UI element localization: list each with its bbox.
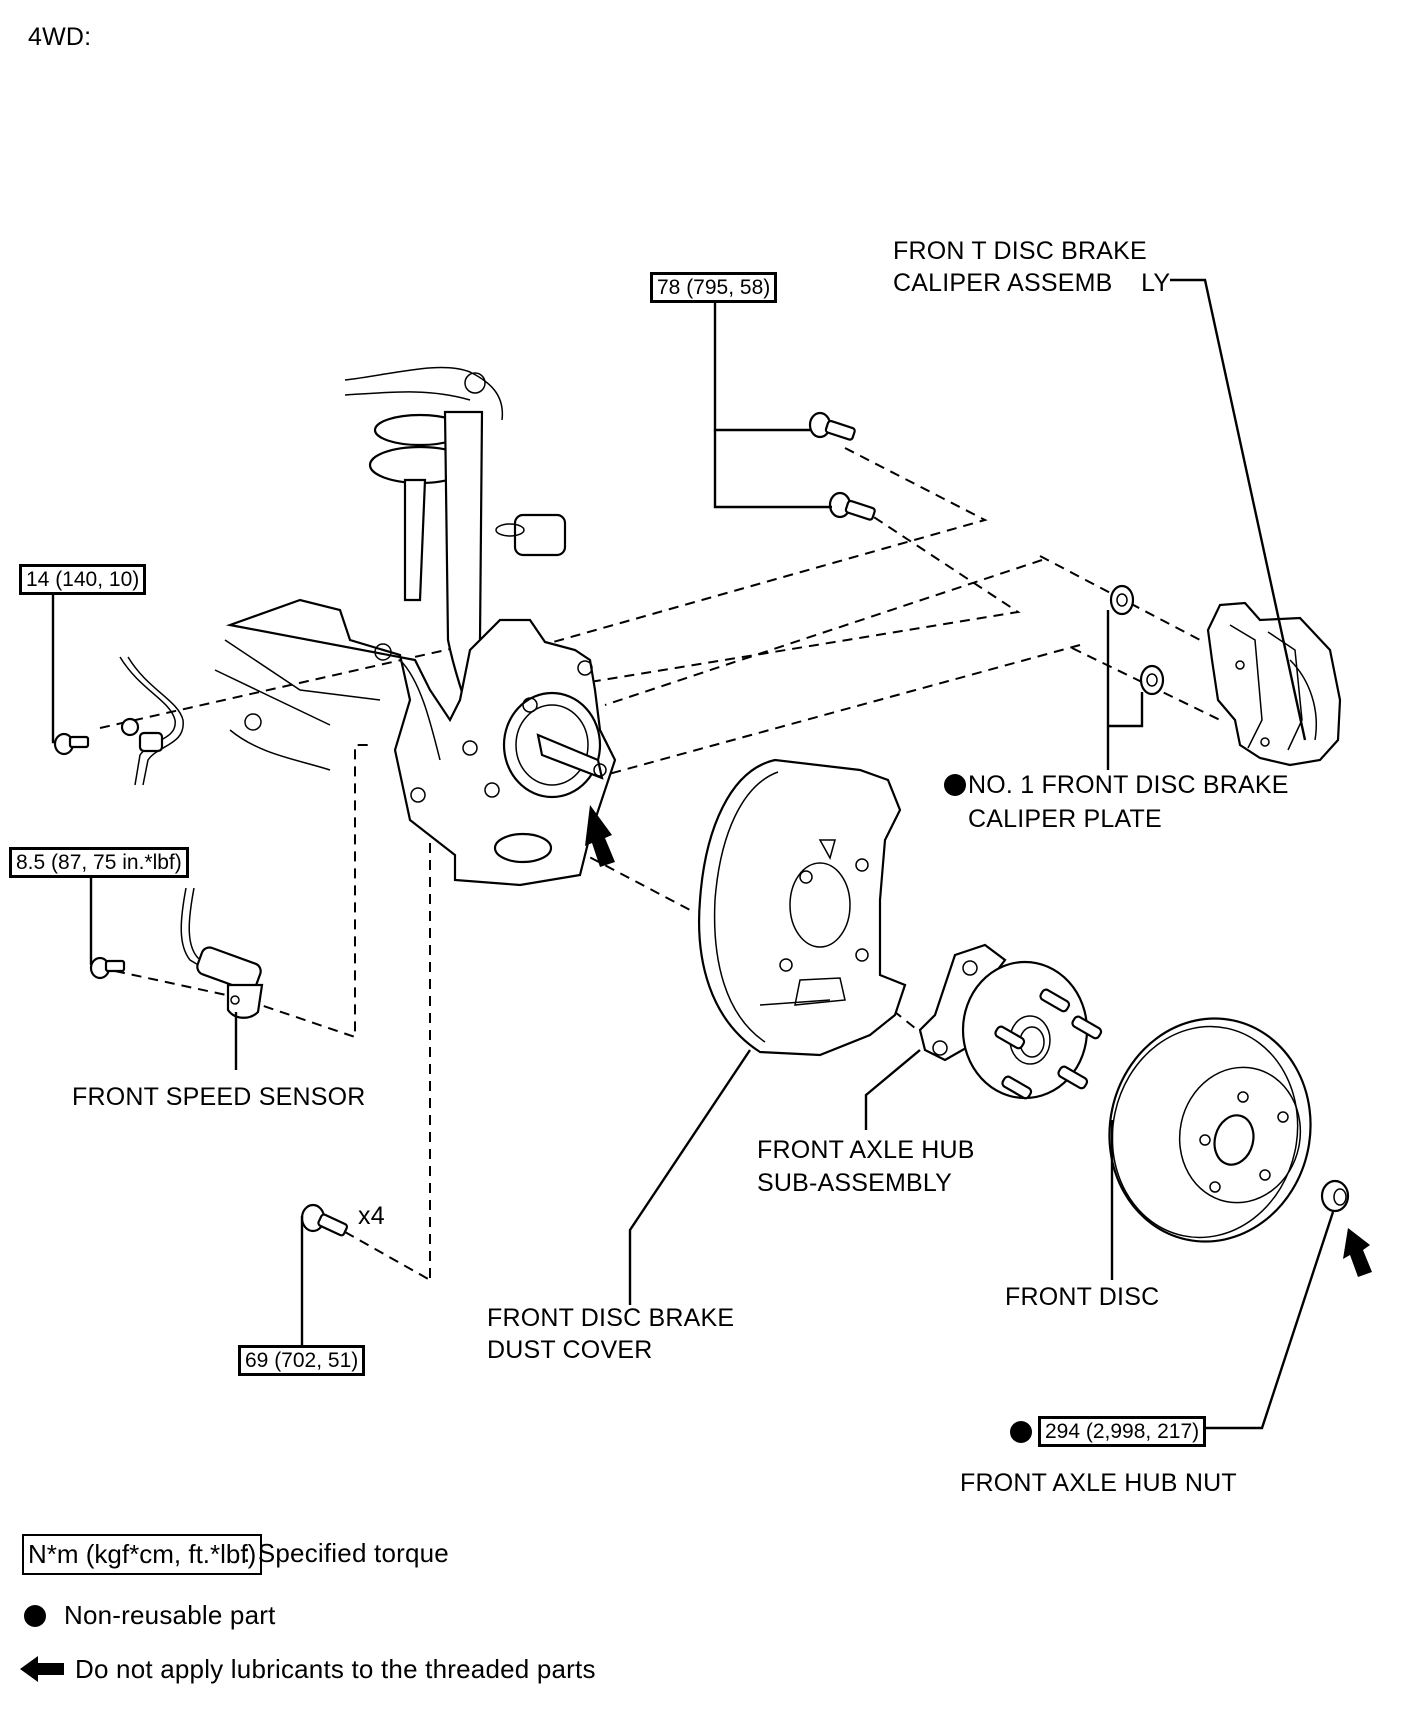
legend-non-reusable-dot-icon bbox=[24, 1605, 46, 1627]
front-speed-sensor-drawing bbox=[180, 887, 264, 1019]
speed-sensor-bolt-drawing bbox=[89, 956, 126, 980]
steering-knuckle-drawing bbox=[214, 598, 617, 887]
label-axle-hub-line2: SUB-ASSEMBLY bbox=[757, 1169, 953, 1197]
label-dust-cover-line1: FRONT DISC BRAKE bbox=[487, 1304, 735, 1332]
legend-torque-unit: N*m (kgf*cm, ft.*lbf) bbox=[22, 1534, 263, 1575]
legend-no-lubricant: Do not apply lubricants to the threaded … bbox=[75, 1654, 596, 1684]
torque-spec-dust-cover-bolt: 69 (702, 51) bbox=[238, 1345, 366, 1376]
label-dust-cover-line2: DUST COVER bbox=[487, 1336, 653, 1364]
axle-hub-nut-drawing bbox=[1320, 1179, 1350, 1213]
no-lubricant-arrow-icon bbox=[585, 805, 615, 867]
sensor-clamp-bolt-drawing bbox=[53, 732, 90, 756]
legend-non-reusable: Non-reusable part bbox=[64, 1600, 276, 1630]
label-caliper-assembly-line1: FRON T DISC BRAKE bbox=[893, 237, 1147, 265]
torque-spec-axle-hub-nut: 294 (2,998, 217) bbox=[1038, 1416, 1207, 1447]
dust-cover-bolt-drawing bbox=[300, 1203, 349, 1237]
leader-lines bbox=[51, 278, 1335, 1430]
caliper-assembly-drawing bbox=[1206, 601, 1342, 767]
label-caliper-plate-line2: CALIPER PLATE bbox=[968, 805, 1162, 833]
non-reusable-dot-icon bbox=[944, 774, 966, 796]
front-disc-drawing bbox=[1108, 1017, 1312, 1243]
no-lubricant-arrow-icon bbox=[1343, 1228, 1372, 1277]
label-axle-hub-nut: FRONT AXLE HUB NUT bbox=[960, 1469, 1237, 1497]
label-front-speed-sensor: FRONT SPEED SENSOR bbox=[72, 1083, 366, 1111]
sensor-wire-clamp-drawing bbox=[119, 656, 184, 786]
torque-spec-caliper-bolt: 78 (795, 58) bbox=[650, 272, 778, 303]
label-caliper-plate-line1: NO. 1 FRONT DISC BRAKE bbox=[968, 771, 1289, 799]
legend-torque-desc: : Specified torque bbox=[243, 1538, 449, 1568]
non-reusable-dot-icon bbox=[1010, 1421, 1032, 1443]
alignment-lines bbox=[99, 447, 1221, 1281]
axle-hub-drawing bbox=[918, 943, 1103, 1100]
label-axle-hub-line1: FRONT AXLE HUB bbox=[757, 1136, 975, 1164]
torque-spec-speed-sensor-bolt: 8.5 (87, 75 in.*lbf) bbox=[9, 847, 189, 878]
label-front-disc: FRONT DISC bbox=[1005, 1283, 1160, 1311]
legend-arrow-icon bbox=[20, 1656, 64, 1682]
caliper-plates-drawing bbox=[1109, 584, 1165, 696]
caliper-bolts-drawing bbox=[808, 411, 876, 521]
section-heading: 4WD: bbox=[28, 23, 92, 51]
label-caliper-assembly-line2: CALIPER ASSEMB LY bbox=[893, 269, 1171, 297]
quantity-mark: x4 bbox=[358, 1202, 385, 1230]
strut-assembly-drawing bbox=[344, 366, 567, 822]
torque-spec-sensor-clamp-bolt: 14 (140, 10) bbox=[19, 564, 147, 595]
hub-studs bbox=[994, 988, 1103, 1100]
dust-cover-drawing bbox=[698, 758, 907, 1057]
